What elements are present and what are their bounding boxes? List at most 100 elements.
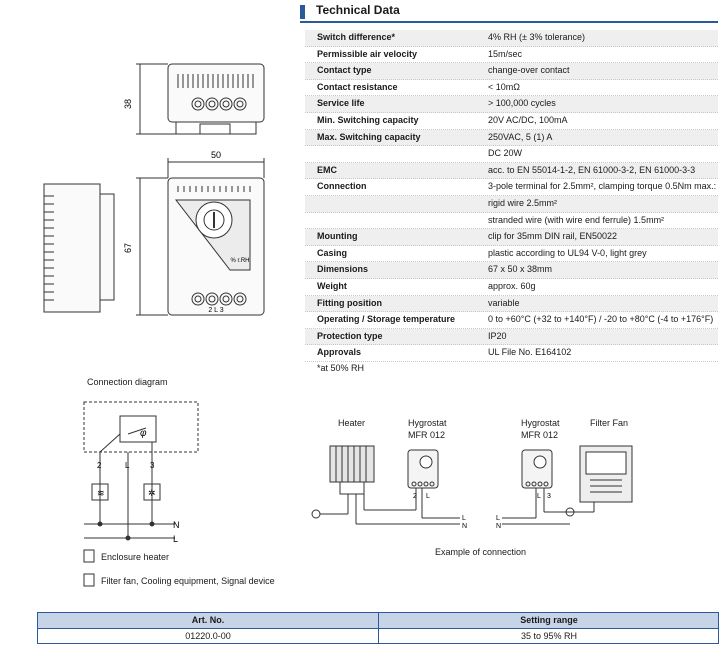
- table-row: Contact type change-over contact: [305, 63, 718, 80]
- technical-data-header: Technical Data: [300, 3, 718, 23]
- side-view-body: [43, 183, 115, 313]
- table-row: Dimensions 67 x 50 x 38mm: [305, 262, 718, 279]
- row-value: < 10mΩ: [488, 81, 520, 92]
- hygrostat-model-1: MFR 012: [408, 430, 446, 440]
- table-row: Casing plastic according to UL94 V-0, lig…: [305, 246, 718, 263]
- legend-fan: Filter fan, Cooling equipment, Signal de…: [101, 576, 275, 586]
- table-row: Max. Switching capacity 250VAC, 5 (1) A: [305, 129, 718, 147]
- header-marker: [300, 5, 305, 19]
- row-label: Max. Switching capacity: [317, 131, 421, 142]
- table-row: Service life> 100,000 cycles: [305, 96, 718, 113]
- row-label: Protection type: [317, 330, 383, 341]
- row-value: DC 20W: [488, 148, 523, 159]
- front-view-vents: [177, 186, 251, 192]
- top-view-vents: [177, 74, 254, 88]
- row-label: Contact resistance: [317, 81, 398, 92]
- table-row: Mounting clip for 35mm DIN rail, EN50022: [305, 229, 718, 246]
- example-line-l-a: L: [462, 515, 466, 522]
- row-label: Casing: [317, 247, 348, 258]
- row-label: EMC: [317, 164, 337, 175]
- front-terminals: [191, 292, 247, 306]
- connection-diagram-title: Connection diagram: [87, 377, 168, 387]
- terminal-labels: 2 L 3: [208, 307, 223, 314]
- setting-range-cell: 35 to 95% RH: [378, 629, 719, 643]
- example-line-l-b: L: [496, 515, 500, 522]
- table-row: Contact resistance < 10mΩ: [305, 80, 718, 97]
- heater-symbol: [91, 483, 109, 501]
- fan-symbol: [143, 483, 161, 501]
- table-row: EMC acc. to EN 55014-1-2, EN 61000-3-2, E…: [305, 162, 718, 180]
- hygrostat-label-2: Hygrostat: [521, 418, 560, 428]
- row-label: Dimensions: [317, 264, 369, 275]
- heater-label: Heater: [338, 418, 366, 428]
- setting-range-header: Setting range: [378, 613, 719, 628]
- ground-symbol-1: [311, 509, 321, 519]
- dim-label-38: 38: [123, 99, 133, 109]
- ground-symbol-2: [565, 507, 575, 517]
- example-caption: Example of connection: [435, 547, 527, 557]
- terminal-l-label: L: [125, 461, 130, 470]
- order-table-header: Art. No. Setting range: [38, 613, 718, 629]
- row-label: Fitting position: [317, 297, 382, 308]
- row-label: Operating / Storage temperature: [317, 314, 456, 325]
- row-value: > 100,000 cycles: [488, 98, 556, 109]
- row-value: clip for 35mm DIN rail, EN50022: [488, 231, 618, 242]
- fan-symbol-glyph: ✲: [148, 488, 156, 498]
- technical-data-title: Technical Data: [316, 3, 400, 17]
- row-value: 3-pole terminal for 2.5mm², clamping tor…: [488, 181, 717, 192]
- terminal-2-label: 2: [97, 461, 102, 470]
- row-value: plastic according to UL94 V-0, light gre…: [488, 247, 647, 258]
- order-table: Art. No. Setting range 01220.0-00 35 to …: [37, 612, 719, 644]
- connection-example: 2 L L 3 L N L N: [311, 445, 633, 530]
- hygrostat-label-1: Hygrostat: [408, 418, 447, 428]
- switch-contact: [127, 427, 147, 435]
- line-l-label: L: [173, 534, 178, 544]
- hygrostat-dashed-box: [83, 401, 199, 453]
- table-row: Switch difference*4% RH (± 3% tolerance): [305, 30, 718, 47]
- terminal-3-label: 3: [150, 461, 155, 470]
- footnote: *at 50% RH: [317, 362, 365, 373]
- table-row: Operating / Storage temperature 0 to +60°…: [305, 312, 718, 329]
- top-view-terminals: [191, 97, 247, 111]
- row-label: Mounting: [317, 231, 358, 242]
- dim-label-67: 67: [123, 243, 133, 253]
- legend-fan-icon: [83, 573, 95, 587]
- row-label: Approvals: [317, 347, 362, 358]
- table-row: Approvals UL File No. E164102: [305, 345, 718, 362]
- row-value: 250VAC, 5 (1) A: [488, 131, 553, 142]
- art-no-header: Art. No.: [191, 615, 225, 625]
- row-value: 67 x 50 x 38mm: [488, 264, 553, 275]
- row-value: approx. 60g: [488, 280, 536, 291]
- row-value: change-over contact: [488, 65, 570, 76]
- top-view-body: [167, 63, 265, 123]
- row-value: acc. to EN 55014-1-2, EN 61000-3-2, EN 6…: [488, 164, 696, 175]
- heater-device: [329, 445, 375, 483]
- row-value: IP20: [488, 330, 507, 341]
- legend-heater-icon: [83, 549, 95, 563]
- side-view-fins: [44, 195, 54, 301]
- example-line-n-b: N: [496, 523, 501, 530]
- table-row: Protection type IP20: [305, 328, 718, 346]
- row-value: 0 to +60°C (+32 to +140°F) / -20 to +80°…: [488, 314, 714, 325]
- row-value: rigid wire 2.5mm²: [488, 197, 558, 208]
- dial-scale-label: % r.RH: [230, 258, 249, 264]
- legend-heater: Enclosure heater: [101, 552, 170, 562]
- line-n-label: N: [173, 520, 180, 530]
- table-row: DC 20W: [305, 146, 718, 163]
- art-no-cell: 01220.0-00: [185, 631, 231, 641]
- row-value: UL File No. E164102: [488, 347, 572, 358]
- row-value: 4% RH (± 3% tolerance): [488, 32, 585, 42]
- din-clip-slot: [199, 123, 231, 135]
- row-label: Contact type: [317, 65, 372, 76]
- row-value: stranded wire (with wire end ferrule) 1.…: [488, 214, 665, 225]
- example-term-lb: L: [537, 493, 541, 500]
- filter-fan-label: Filter Fan: [590, 418, 629, 428]
- heater-symbol-glyph: ≋: [97, 488, 105, 498]
- example-term-2a: 2: [413, 493, 417, 500]
- row-value: 20V AC/DC, 100mA: [488, 114, 568, 125]
- row-value: 15m/sec: [488, 48, 523, 59]
